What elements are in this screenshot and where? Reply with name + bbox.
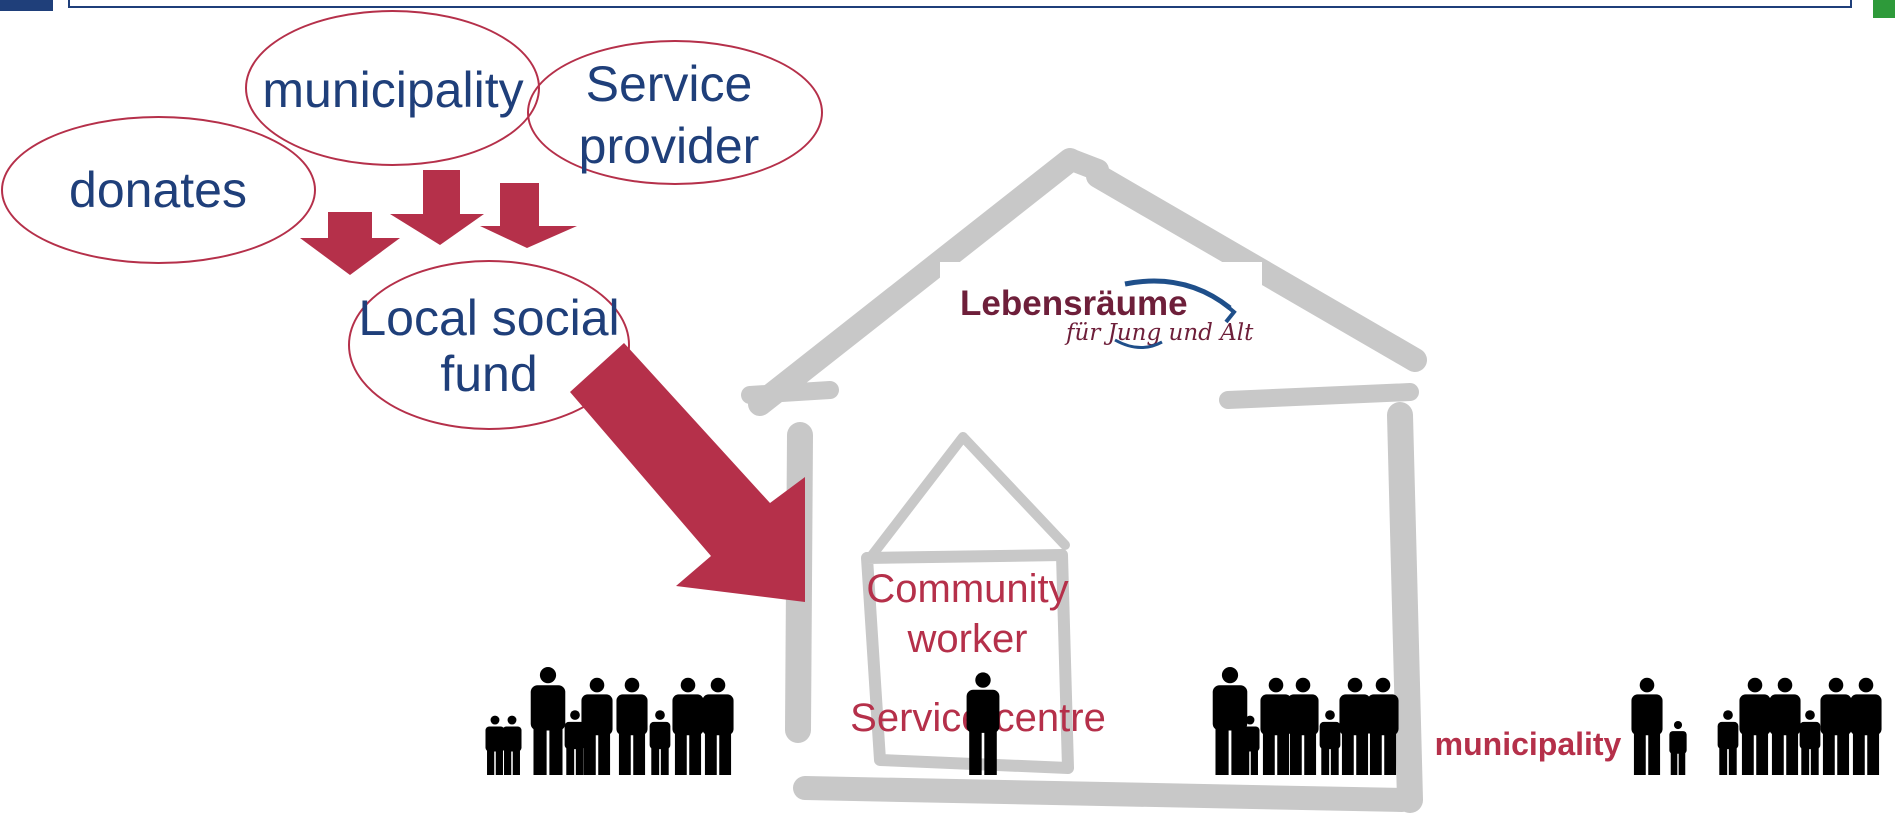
service-provider-label-2: provider	[578, 118, 760, 174]
lebensraeume-logo: Lebensräume für Jung und Alt	[940, 262, 1262, 352]
person-icon	[1287, 677, 1319, 775]
corner-decoration-right	[1873, 0, 1895, 18]
arrow-from-municipality	[390, 170, 484, 245]
local-social-fund-label-2: fund	[440, 346, 538, 402]
logo-main-text: Lebensräume	[960, 284, 1188, 323]
corner-decoration-left	[0, 0, 53, 11]
person-icon	[616, 677, 648, 775]
header-frame	[68, 0, 1852, 8]
donates-label: donates	[69, 162, 247, 218]
person-icon	[1799, 710, 1821, 775]
inner-roof	[865, 432, 1070, 563]
person-icon	[1367, 677, 1399, 775]
person-icon	[1631, 677, 1663, 775]
person-icon	[1669, 721, 1687, 775]
right-wall	[1387, 402, 1423, 813]
person-icon	[530, 667, 566, 775]
municipality-people-label: municipality	[1434, 726, 1622, 762]
person-icon	[1769, 677, 1801, 775]
person-icon	[502, 715, 522, 775]
person-icon	[564, 710, 586, 775]
person-icon	[1319, 710, 1341, 775]
arrow-from-service-provider	[480, 183, 577, 248]
service-provider-label-1: Service	[585, 56, 753, 112]
inner-box	[861, 549, 1074, 774]
person-icon	[485, 715, 505, 775]
arrow-from-donates	[300, 212, 400, 275]
roof-right-eave	[1219, 383, 1419, 409]
person-icon	[1717, 710, 1739, 775]
local-social-fund-ellipse	[348, 260, 630, 430]
person-icon	[966, 672, 1000, 775]
financing-arrow	[570, 343, 805, 602]
local-social-fund-label-1: Local social	[358, 290, 620, 346]
roof-left-stroke	[748, 148, 1082, 416]
donates-ellipse	[1, 116, 316, 264]
person-icon	[1212, 667, 1248, 775]
person-icon	[1820, 677, 1852, 775]
floor-line	[793, 776, 1414, 812]
person-icon	[702, 677, 734, 775]
person-icon	[1739, 677, 1771, 775]
community-worker-label-1: Community	[866, 567, 1069, 611]
community-worker-label-2: worker	[907, 617, 1028, 661]
person-icon	[1339, 677, 1371, 775]
person-icon	[1850, 677, 1882, 775]
person-icon	[581, 677, 613, 775]
service-provider-ellipse	[527, 40, 823, 185]
person-icon	[1260, 677, 1292, 775]
roof-left-eave	[741, 381, 839, 404]
person-icon	[1240, 715, 1260, 775]
person-icon	[672, 677, 704, 775]
person-icon	[649, 710, 671, 775]
logo-swoosh-icon	[1114, 278, 1237, 349]
municipality-label: municipality	[262, 62, 524, 118]
